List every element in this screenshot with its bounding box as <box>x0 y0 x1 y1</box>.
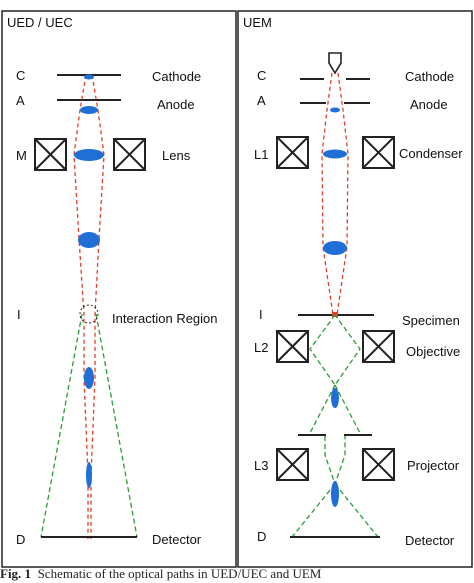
right-cathode-tip <box>328 52 342 75</box>
caption-text: Schematic of the optical paths in UED/UE… <box>37 566 322 581</box>
right-spot-condenser <box>323 149 347 159</box>
right-beam-envelope <box>321 72 349 316</box>
right-condenser-box-left <box>276 136 309 169</box>
left-letter-a: A <box>16 93 25 108</box>
right-projector-box-left <box>276 448 309 481</box>
left-label-interaction-region: Interaction Region <box>112 311 218 326</box>
right-condenser-box-right <box>362 136 395 169</box>
right-panel-title: UEM <box>243 15 272 30</box>
left-label-anode: Anode <box>157 97 195 112</box>
figure-caption: Fig. 1 Schematic of the optical paths in… <box>0 566 474 583</box>
right-spot-objective-focus <box>331 388 339 408</box>
left-spot-anode <box>80 106 98 114</box>
left-spot-cathode <box>84 74 94 80</box>
left-panel-title: UED / UEC <box>7 15 73 30</box>
right-spot-anode <box>330 107 340 113</box>
right-letter-l3: L3 <box>254 458 268 473</box>
left-label-lens: Lens <box>162 148 191 163</box>
right-letter-l1: L1 <box>254 147 268 162</box>
right-letter-d: D <box>257 529 266 544</box>
left-label-detector: Detector <box>152 532 202 547</box>
caption-prefix: Fig. 1 <box>0 566 32 581</box>
right-letter-i: I <box>259 307 263 322</box>
left-label-cathode: Cathode <box>152 69 201 84</box>
left-letter-c: C <box>16 68 25 83</box>
right-panel-frame <box>237 10 473 568</box>
left-spot-scatter <box>84 367 94 389</box>
right-label-detector: Detector <box>405 533 455 548</box>
right-letter-a: A <box>257 93 266 108</box>
left-scattered-cone <box>40 313 138 538</box>
right-label-cathode: Cathode <box>405 69 454 84</box>
left-spot-lens <box>74 149 104 161</box>
left-lens-box-right <box>113 138 146 171</box>
right-label-specimen: Specimen <box>402 313 460 328</box>
left-lens-box-left <box>34 138 67 171</box>
right-label-projector: Projector <box>407 458 460 473</box>
right-letter-l2: L2 <box>254 340 268 355</box>
right-projector-box-right <box>362 448 395 481</box>
right-scattered-paths <box>291 313 379 538</box>
right-spot-projector-focus <box>331 481 339 507</box>
right-objective-box-right <box>362 330 395 363</box>
left-spot-mid <box>78 232 100 248</box>
left-letter-i: I <box>17 307 21 322</box>
left-spot-focus <box>86 462 92 488</box>
right-label-anode: Anode <box>410 97 448 112</box>
right-label-condenser: Condenser <box>399 146 463 161</box>
left-letter-d: D <box>16 532 25 547</box>
left-panel-frame <box>1 10 237 568</box>
right-label-objective: Objective <box>406 344 460 359</box>
right-objective-box-left <box>276 330 309 363</box>
left-interaction-region-circle <box>79 304 99 324</box>
right-spot-mid <box>323 241 347 255</box>
right-letter-c: C <box>257 68 266 83</box>
left-beam-envelope <box>73 74 105 539</box>
left-letter-m: M <box>16 148 27 163</box>
